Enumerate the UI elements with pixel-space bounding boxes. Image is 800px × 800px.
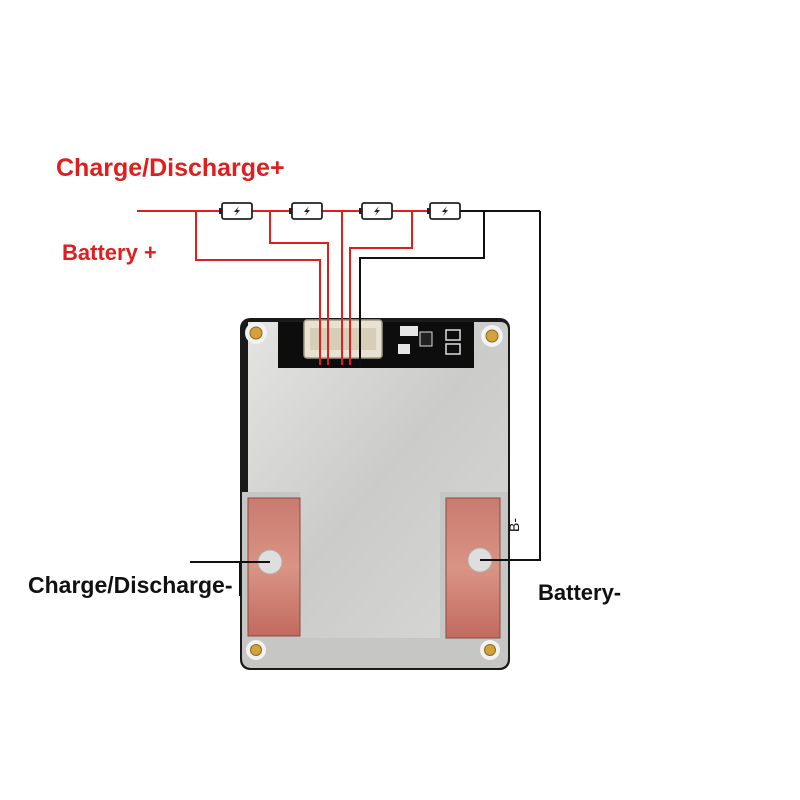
smd-component bbox=[419, 331, 433, 347]
negative-wiring bbox=[190, 210, 541, 596]
balance-wire-negative bbox=[359, 211, 485, 365]
balance-wire bbox=[195, 211, 321, 365]
copper-pad-charge-discharge bbox=[247, 497, 301, 637]
smd-component bbox=[445, 343, 461, 355]
smd-component bbox=[398, 344, 410, 354]
mount-hole bbox=[246, 640, 266, 660]
charge-discharge-minus-label: Charge/Discharge- bbox=[28, 572, 233, 598]
aluminum-plate bbox=[248, 322, 508, 638]
battery-negative-wire bbox=[480, 211, 541, 561]
bms-board bbox=[240, 318, 510, 670]
positive-wiring bbox=[137, 210, 430, 365]
smd-component bbox=[445, 329, 461, 341]
battery-icon bbox=[289, 202, 323, 220]
mount-hole bbox=[480, 640, 500, 660]
mount-hole bbox=[481, 325, 503, 347]
battery-icon bbox=[427, 202, 461, 220]
smd-component bbox=[400, 326, 418, 336]
balance-wire bbox=[269, 211, 329, 365]
battery-icon bbox=[219, 202, 253, 220]
battery-plus-label: Battery + bbox=[62, 240, 157, 265]
aluminum-plate-lower bbox=[242, 492, 508, 668]
charge-discharge-plus-label: Charge/Discharge+ bbox=[56, 154, 285, 182]
balance-wire bbox=[349, 211, 413, 365]
b-minus-label: B- bbox=[506, 518, 522, 532]
mount-hole bbox=[245, 322, 267, 344]
battery-icon bbox=[359, 202, 393, 220]
battery-minus-label: Battery- bbox=[538, 580, 622, 605]
battery-cells bbox=[219, 202, 461, 220]
